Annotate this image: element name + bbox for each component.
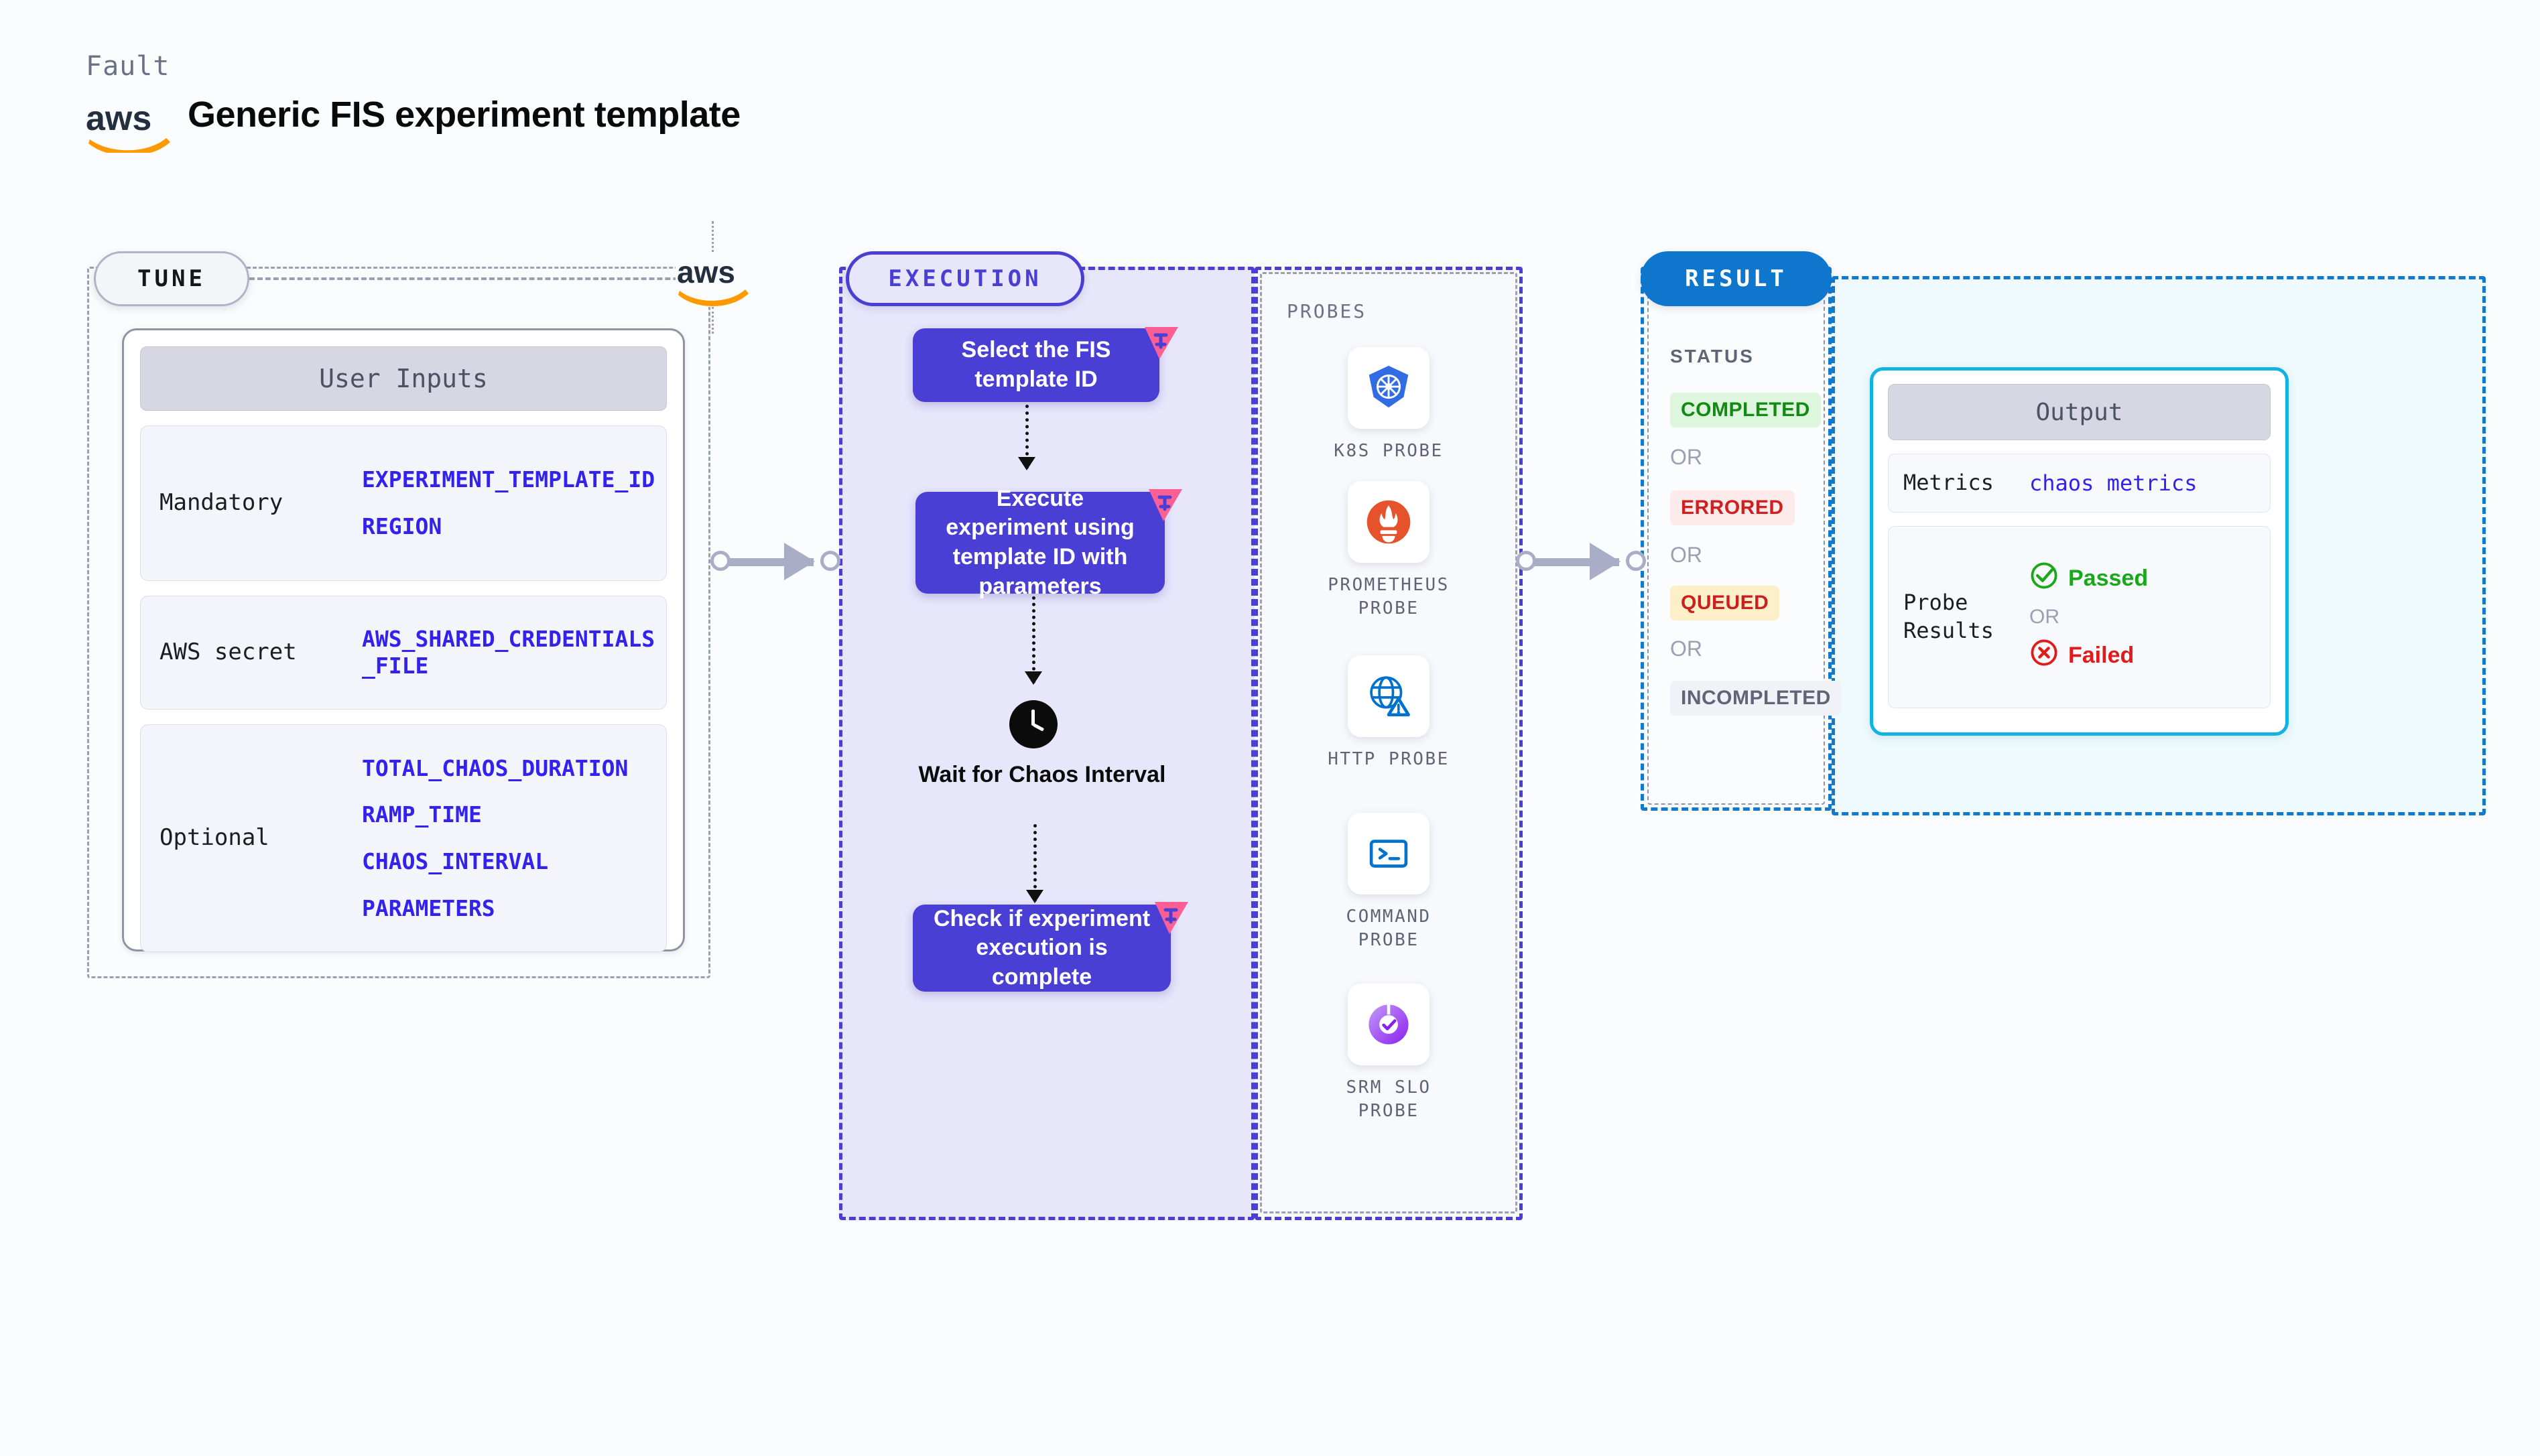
probe-command[interactable]: COMMAND PROBE [1322, 813, 1456, 952]
execution-step-label: Check if experiment execution is complet… [933, 905, 1151, 990]
probe-result-failed: Failed [2029, 638, 2148, 673]
clock-icon [1009, 700, 1058, 748]
srm-slo-icon [1348, 984, 1430, 1065]
result-pill[interactable]: RESULT [1641, 251, 1832, 306]
output-title: Output [1888, 384, 2271, 440]
tune-value: TOTAL_CHAOS_DURATION [362, 754, 629, 781]
probe-label: K8S PROBE [1334, 441, 1444, 461]
probe-result-passed: Passed [2029, 561, 2148, 596]
tune-row-label: AWS secret [160, 639, 297, 666]
tune-aws-connector [249, 277, 718, 280]
probe-srm-slo[interactable]: SRM SLO PROBE [1322, 984, 1456, 1123]
or-separator: OR [1670, 445, 1702, 469]
tune-pill[interactable]: TUNE [94, 251, 249, 306]
or-separator: OR [2029, 606, 2059, 628]
status-panel [1641, 267, 1832, 811]
prometheus-icon [1348, 481, 1430, 563]
execution-step-label: Wait for Chaos Interval [918, 762, 1166, 787]
output-metrics-row: Metrics chaos metrics [1888, 454, 2271, 513]
passed-label: Passed [2068, 566, 2149, 591]
user-inputs-card: User Inputs Mandatory EXPERIMENT_TEMPLAT… [122, 328, 685, 952]
tune-row-aws-secret: AWS secret AWS_SHARED_CREDENTIALS _FILE [140, 596, 667, 710]
execution-step-label: Select the FIS template ID [961, 337, 1111, 392]
page-title: Generic FIS experiment template [188, 94, 741, 135]
status-badge-incompleted: INCOMPLETED [1670, 681, 1842, 716]
output-probe-results-row: Probe Results Passed OR [1888, 526, 2271, 708]
svg-text:aws: aws [677, 255, 735, 289]
x-circle-icon [2029, 638, 2059, 673]
tune-value: AWS_SHARED_CREDENTIALS _FILE [362, 626, 655, 679]
metrics-value: chaos metrics [2029, 470, 2198, 496]
user-inputs-title: User Inputs [140, 346, 667, 411]
tune-row-label: Mandatory [160, 489, 283, 517]
execution-step-4[interactable]: Check if experiment execution is complet… [913, 905, 1171, 992]
litmus-badge-icon [1149, 899, 1191, 937]
tune-value: PARAMETERS [362, 895, 495, 921]
aws-down-connector-2 [712, 307, 714, 334]
tune-panel [87, 267, 710, 978]
flow-connector-2 [1025, 596, 1042, 685]
terminal-icon [1348, 813, 1430, 895]
tune-value: CHAOS_INTERVAL [362, 848, 549, 874]
probes-title: PROBES [1287, 300, 1367, 322]
metrics-label: Metrics [1903, 470, 1994, 496]
tune-value: RAMP_TIME [362, 801, 482, 828]
tune-row-mandatory: Mandatory EXPERIMENT_TEMPLATE_ID REGION [140, 425, 667, 581]
failed-label: Failed [2068, 643, 2135, 668]
header-eyebrow: Fault [86, 51, 170, 82]
tune-row-optional: Optional TOTAL_CHAOS_DURATION RAMP_TIME … [140, 724, 667, 952]
flow-connector-3 [1026, 824, 1043, 903]
aws-down-connector [712, 221, 714, 261]
status-badge-errored: ERRORED [1670, 490, 1795, 525]
probe-k8s[interactable]: K8S PROBE [1322, 347, 1456, 463]
status-title: STATUS [1670, 346, 1755, 367]
probes-inner-panel [1260, 272, 1517, 1213]
kubernetes-icon [1348, 347, 1430, 429]
flow-connector-1 [1018, 405, 1035, 470]
execution-step-1[interactable]: Select the FIS template ID [913, 328, 1159, 402]
execution-pill[interactable]: EXECUTION [846, 251, 1084, 306]
http-globe-icon [1348, 655, 1430, 737]
probe-results-label: Probe Results [1903, 590, 1994, 643]
probe-label: COMMAND PROBE [1346, 907, 1432, 951]
output-card: Output Metrics chaos metrics Probe Resul… [1870, 367, 2289, 736]
tune-value: EXPERIMENT_TEMPLATE_ID [362, 466, 655, 493]
status-badge-completed: COMPLETED [1670, 393, 1821, 427]
probe-label: PROMETHEUS PROBE [1328, 575, 1450, 619]
or-separator: OR [1670, 543, 1702, 567]
aws-mark-icon: aws [676, 253, 749, 307]
litmus-badge-icon [1139, 324, 1181, 362]
probe-prometheus[interactable]: PROMETHEUS PROBE [1322, 481, 1456, 620]
probe-label: HTTP PROBE [1328, 749, 1450, 769]
or-separator: OR [1670, 637, 1702, 661]
arrow-tune-to-execution [710, 541, 844, 582]
probe-label: SRM SLO PROBE [1346, 1077, 1432, 1122]
status-badge-queued: QUEUED [1670, 586, 1780, 620]
probe-http[interactable]: HTTP PROBE [1322, 655, 1456, 771]
tune-row-label: Optional [160, 824, 269, 852]
check-circle-icon [2029, 561, 2059, 596]
execution-step-3: Wait for Chaos Interval [918, 760, 1166, 790]
execution-step-2[interactable]: Execute experiment using template ID wit… [915, 486, 1165, 599]
tune-value: REGION [362, 513, 442, 539]
aws-logo: aws [86, 99, 174, 156]
execution-step-label: Execute experiment using template ID wit… [946, 485, 1135, 599]
litmus-badge-icon [1143, 486, 1185, 524]
arrow-execution-to-result [1516, 541, 1650, 582]
svg-text:aws: aws [86, 101, 151, 138]
